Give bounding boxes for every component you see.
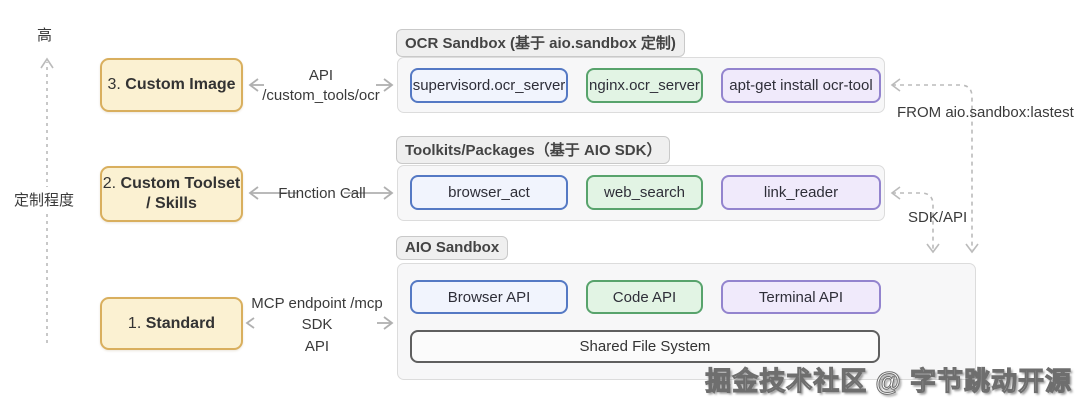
level-2-name-line2: / Skills bbox=[146, 195, 197, 212]
connector-label-function-call: Function Call bbox=[272, 184, 372, 204]
connector-mcp-line2: SDK bbox=[301, 316, 333, 334]
connector-mcp-line3: API bbox=[304, 337, 330, 355]
level-1-number: 1. bbox=[127, 314, 142, 332]
node-shared-file-system: Shared File System bbox=[410, 330, 880, 363]
row2-right-arrowhead bbox=[383, 186, 394, 200]
watermark: 掘金技术社区 @ 字节跳动开源 bbox=[705, 366, 1072, 397]
node-terminal-api: Terminal API bbox=[721, 280, 881, 314]
connector-mcp-line1: MCP endpoint /mcp bbox=[251, 295, 383, 312]
node-browser-act: browser_act bbox=[410, 175, 568, 210]
node-code-api: Code API bbox=[586, 280, 703, 314]
dashed-label-from-aio-sandbox: FROM aio.sandbox:lastest bbox=[897, 104, 1074, 121]
node-nginx-ocr-server: nginx.ocr_server bbox=[586, 68, 703, 103]
level-box-custom-toolset-label: 2. Custom Toolset bbox=[103, 174, 241, 194]
tag-ocr-sandbox: OCR Sandbox (基于 aio.sandbox 定制) bbox=[396, 29, 685, 57]
node-apt-get-install-ocr-tool: apt-get install ocr-tool bbox=[721, 68, 881, 103]
node-browser-api: Browser API bbox=[410, 280, 568, 314]
level-1-name: Standard bbox=[145, 314, 216, 332]
level-box-custom-image-label: 3. Custom Image bbox=[107, 75, 235, 95]
row1-right-arrowhead bbox=[383, 316, 394, 330]
level-box-custom-image: 3. Custom Image bbox=[100, 58, 243, 112]
level-3-number: 3. bbox=[107, 76, 121, 93]
node-supervisord-ocr-server: supervisord.ocr_server bbox=[410, 68, 568, 103]
level-2-number: 2. bbox=[102, 175, 117, 192]
axis-up-arrowhead bbox=[40, 57, 54, 69]
row2-left-arrowhead bbox=[248, 186, 259, 200]
axis-title-label: 定制程度 bbox=[12, 187, 77, 212]
tag-aio-sandbox: AIO Sandbox bbox=[396, 236, 509, 260]
connector-function-call-line1: Function Call bbox=[278, 185, 366, 202]
level-box-custom-toolset: 2. Custom Toolset / Skills bbox=[100, 166, 243, 222]
axis-high-label: 高 bbox=[37, 27, 53, 44]
node-web-search: web_search bbox=[586, 175, 703, 210]
connector-label-mcp-sdk-api: MCP endpoint /mcp SDK API bbox=[250, 293, 384, 357]
sdk-api-left-arrowhead bbox=[890, 186, 901, 200]
dashed-label-sdk-api: SDK/API bbox=[908, 209, 968, 226]
from-aio-left-arrowhead bbox=[890, 78, 901, 92]
sdk-api-down-arrowhead bbox=[926, 243, 940, 254]
connector-api-line2: /custom_tools/ocr bbox=[262, 87, 380, 105]
level-box-standard-label: 1. Standard bbox=[128, 314, 215, 334]
node-link-reader: link_reader bbox=[721, 175, 881, 210]
level-2-name: Custom Toolset bbox=[120, 175, 241, 192]
from-aio-down-arrowhead bbox=[965, 243, 979, 254]
tag-toolkits-packages: Toolkits/Packages（基于 AIO SDK） bbox=[396, 136, 671, 164]
connector-label-api-custom-tools: API /custom_tools/ocr bbox=[255, 66, 387, 107]
connector-api-line1: API bbox=[308, 67, 334, 84]
level-box-standard: 1. Standard bbox=[100, 297, 243, 350]
level-3-name: Custom Image bbox=[125, 76, 236, 93]
